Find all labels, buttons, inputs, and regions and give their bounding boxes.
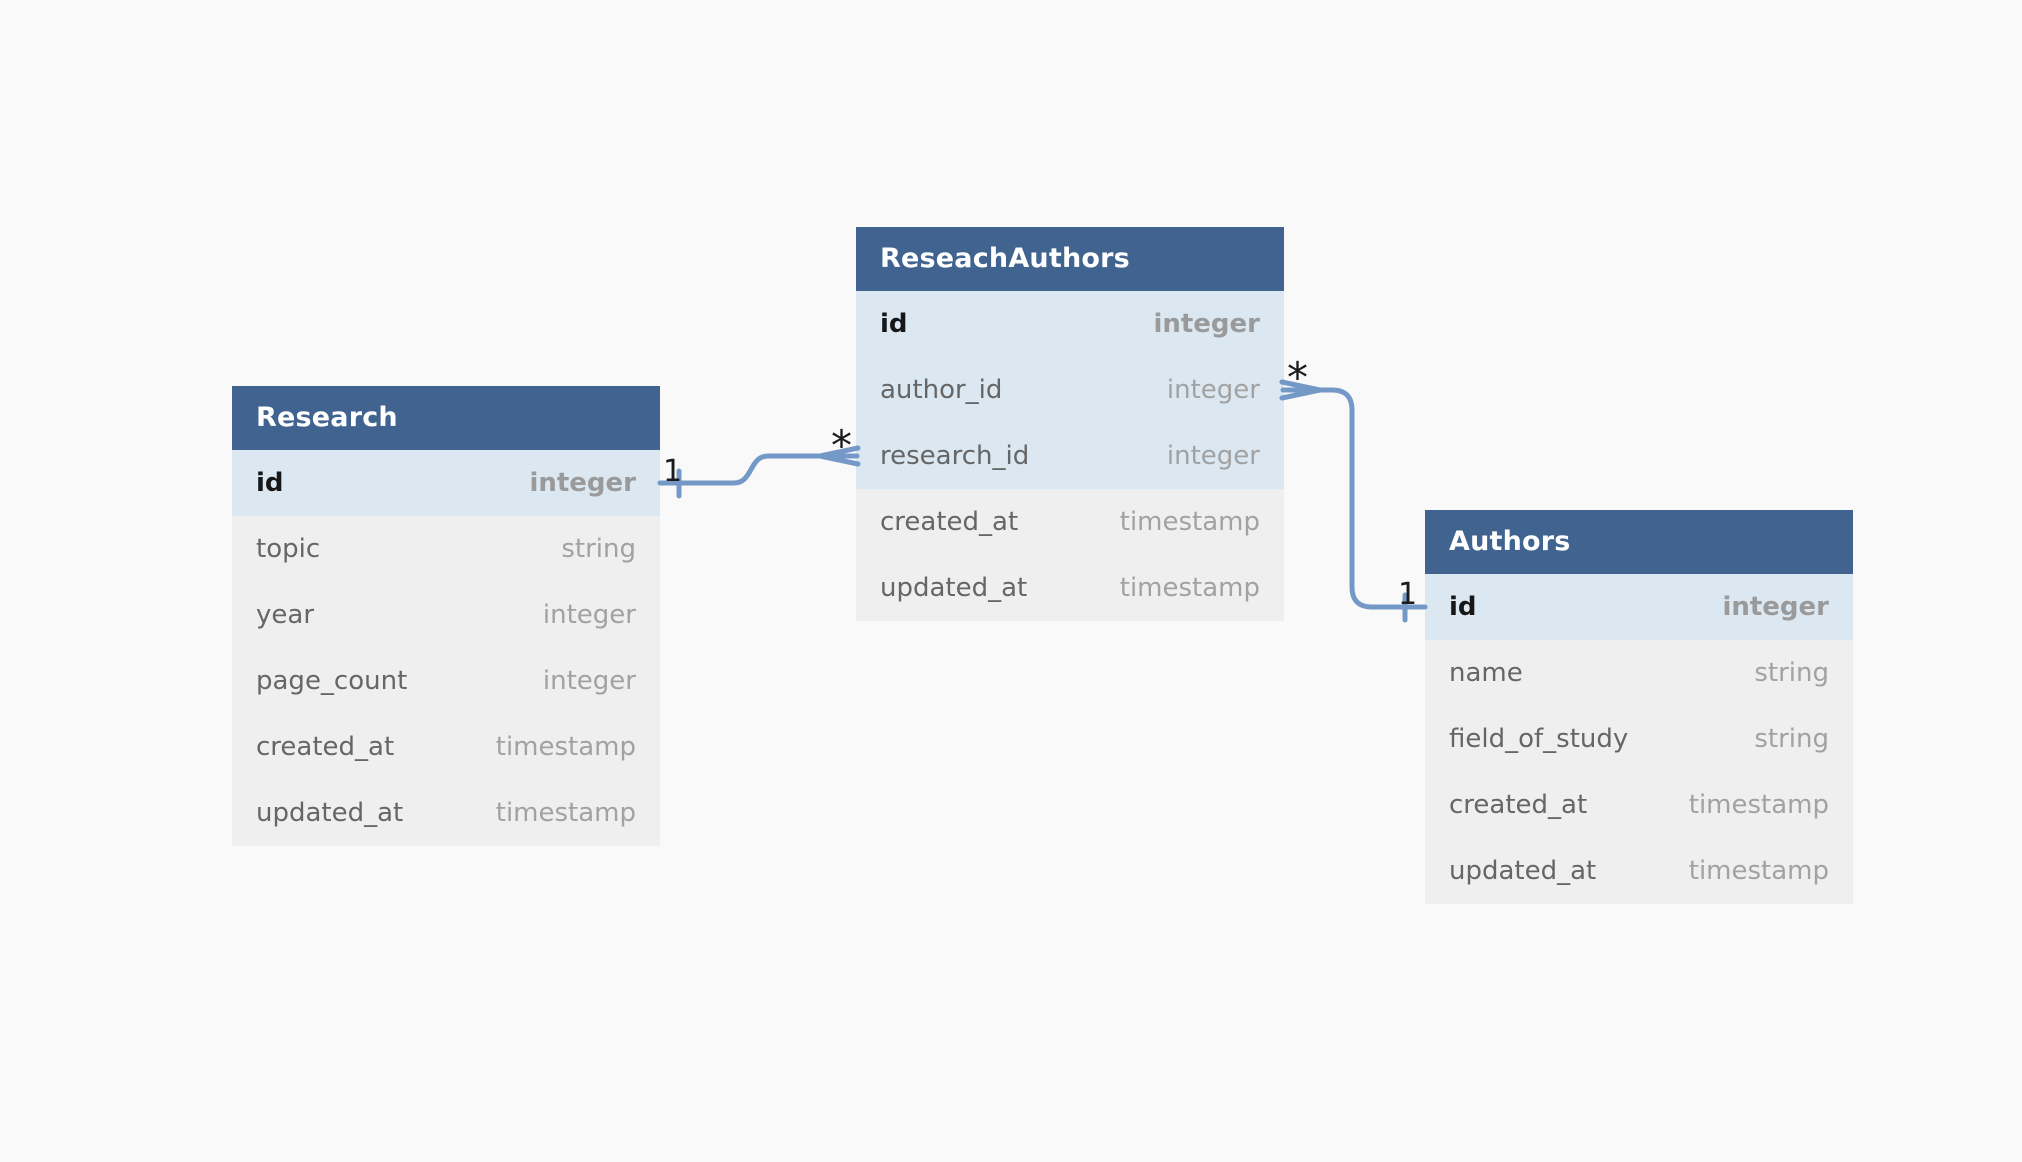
field-type: string [561,534,636,564]
field-name: topic [256,534,321,564]
field-type: timestamp [1119,507,1260,537]
field-type: timestamp [495,732,636,762]
field-row-reseachauthors-updated-at[interactable]: updated_at timestamp [856,555,1284,621]
field-type: string [1754,658,1829,688]
field-type: integer [1166,441,1260,471]
field-row-research-year[interactable]: year integer [232,582,660,648]
field-row-reseachauthors-created-at[interactable]: created_at timestamp [856,489,1284,555]
field-row-authors-field-of-study[interactable]: field_of_study string [1425,706,1853,772]
crow-foot-many-icon [1279,379,1323,401]
relation-research-reseachauthors[interactable]: 1 * [657,421,861,499]
table-title: ReseachAuthors [880,243,1130,274]
cardinality-many-label: * [831,421,852,470]
field-row-reseachauthors-research-id[interactable]: research_id integer [856,423,1284,489]
field-name: field_of_study [1449,724,1629,754]
field-type: timestamp [495,798,636,828]
field-name: id [880,309,908,339]
crow-foot-many-icon [817,445,861,467]
field-type: timestamp [1688,790,1829,820]
relation-line [1280,387,1428,610]
field-type: integer [529,468,636,498]
field-name: research_id [880,441,1030,471]
table-research-header[interactable]: Research [232,386,660,450]
field-name: page_count [256,666,408,696]
field-name: created_at [880,507,1019,537]
field-name: id [256,468,284,498]
table-reseachauthors[interactable]: ReseachAuthors id integer author_id inte… [856,227,1284,621]
field-type: string [1754,724,1829,754]
field-name: updated_at [1449,856,1597,886]
field-type: integer [1166,375,1260,405]
field-name: created_at [1449,790,1588,820]
field-name: name [1449,658,1523,688]
field-row-reseachauthors-id[interactable]: id integer [856,291,1284,357]
field-row-research-id[interactable]: id integer [232,450,660,516]
cardinality-many-label: * [1287,353,1308,402]
field-row-reseachauthors-author-id[interactable]: author_id integer [856,357,1284,423]
field-row-authors-created-at[interactable]: created_at timestamp [1425,772,1853,838]
field-name: updated_at [256,798,404,828]
cardinality-one-label: 1 [663,454,682,489]
table-authors-header[interactable]: Authors [1425,510,1853,574]
field-row-research-page-count[interactable]: page_count integer [232,648,660,714]
field-type: integer [1153,309,1260,339]
relation-line [657,453,860,486]
table-title: Authors [1449,526,1571,557]
field-name: created_at [256,732,395,762]
field-row-research-topic[interactable]: topic string [232,516,660,582]
field-name: author_id [880,375,1003,405]
field-type: integer [1722,592,1829,622]
field-name: year [256,600,315,630]
cardinality-one-label: 1 [1398,577,1417,612]
relation-authors-reseachauthors[interactable]: * 1 [1279,353,1428,623]
field-type: integer [542,666,636,696]
field-type: integer [542,600,636,630]
table-authors[interactable]: Authors id integer name string field_of_… [1425,510,1853,904]
field-type: timestamp [1119,573,1260,603]
field-row-authors-updated-at[interactable]: updated_at timestamp [1425,838,1853,904]
table-reseachauthors-header[interactable]: ReseachAuthors [856,227,1284,291]
field-row-research-created-at[interactable]: created_at timestamp [232,714,660,780]
field-type: timestamp [1688,856,1829,886]
field-row-authors-name[interactable]: name string [1425,640,1853,706]
table-research[interactable]: Research id integer topic string year in… [232,386,660,846]
field-name: id [1449,592,1477,622]
field-row-research-updated-at[interactable]: updated_at timestamp [232,780,660,846]
field-row-authors-id[interactable]: id integer [1425,574,1853,640]
field-name: updated_at [880,573,1028,603]
table-title: Research [256,402,398,433]
